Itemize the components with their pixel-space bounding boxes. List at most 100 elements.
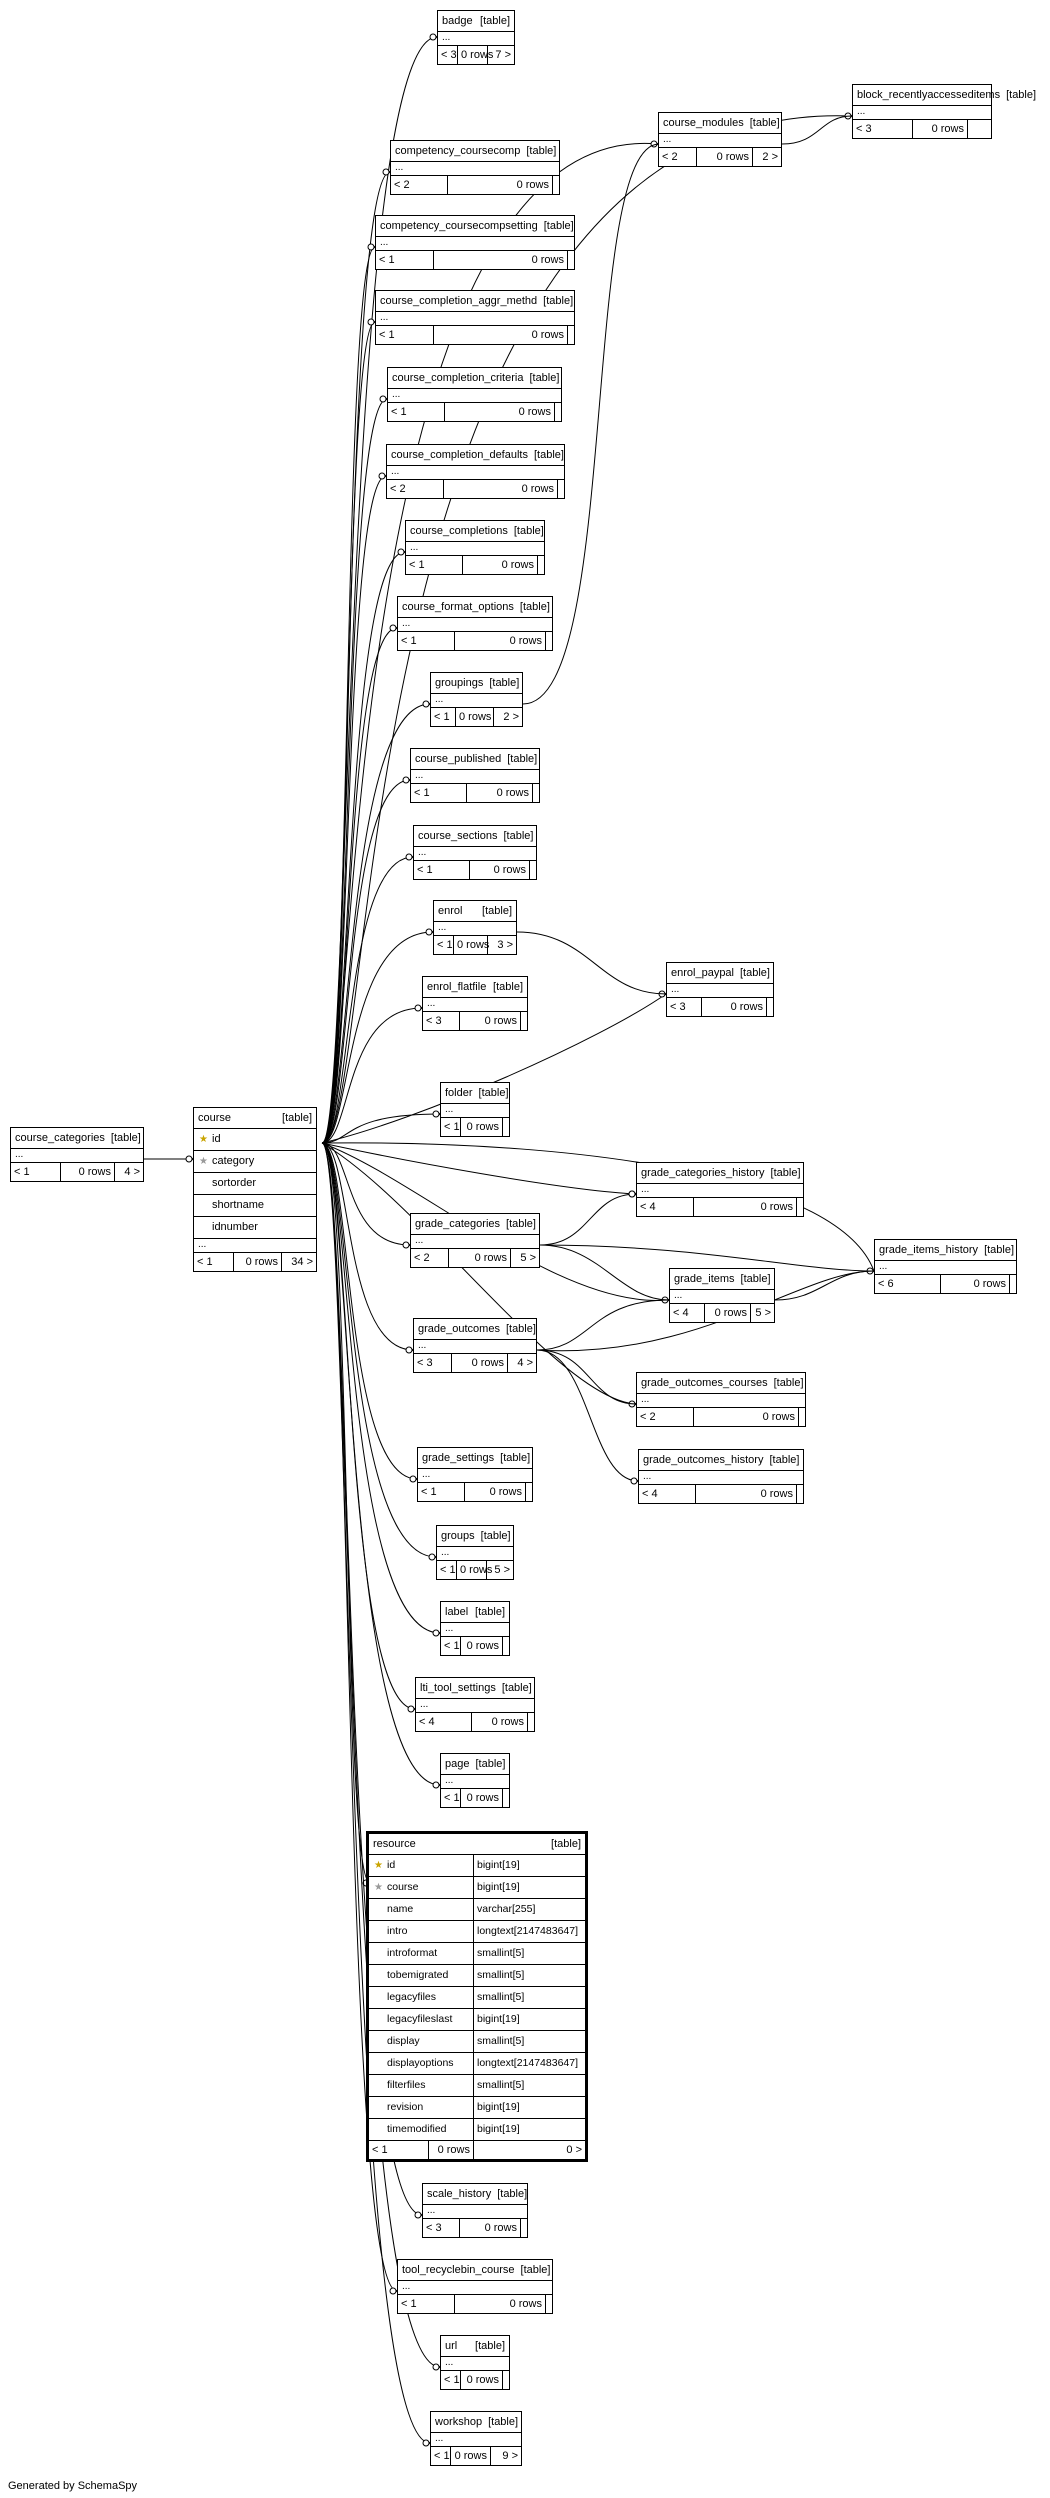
optional-marker bbox=[422, 2439, 430, 2447]
row-count: 0 rows bbox=[694, 1408, 799, 1426]
parent-count: < 2 bbox=[659, 148, 697, 166]
table-block-recentlyaccesseditems[interactable]: block_recentlyaccesseditems[table]...< 3… bbox=[852, 84, 1036, 139]
column-name: idnumber bbox=[212, 1221, 258, 1233]
parent-count: < 4 bbox=[639, 1485, 697, 1503]
column-row: ★category bbox=[194, 1151, 316, 1173]
parent-count: < 1 bbox=[411, 784, 468, 802]
table-competency-coursecompsetting[interactable]: competency_coursecompsetting[table]...< … bbox=[375, 215, 575, 270]
row-count: 0 rows bbox=[429, 2141, 474, 2159]
table-tag: [table] bbox=[519, 601, 550, 613]
parent-count: < 1 bbox=[11, 1163, 61, 1181]
table-tag: [table] bbox=[493, 981, 523, 993]
column-type: bigint[19] bbox=[477, 1881, 520, 1893]
optional-marker bbox=[409, 1475, 417, 1483]
optional-marker bbox=[389, 2287, 397, 2295]
child-count: 4 > bbox=[517, 1357, 533, 1369]
table-tag: [table] bbox=[482, 905, 512, 917]
column-name-cell: revision bbox=[369, 2097, 474, 2118]
row-count: 0 rows bbox=[444, 480, 558, 498]
table-tag: [table] bbox=[520, 2264, 551, 2276]
row-count: 0 rows bbox=[461, 1637, 503, 1655]
table-header: course_completion_defaults[table] bbox=[387, 445, 564, 466]
relationship-edge bbox=[321, 36, 438, 1144]
child-count: 0 > bbox=[566, 2144, 582, 2156]
column-type: bigint[19] bbox=[477, 1859, 520, 1871]
table-header: grade_categories[table] bbox=[411, 1214, 539, 1235]
table-header: grade_categories_history[table] bbox=[637, 1163, 803, 1184]
parent-count: < 2 bbox=[411, 1249, 449, 1267]
primary-key-icon: ★ bbox=[199, 1134, 208, 1145]
table-header: course_published[table] bbox=[411, 749, 539, 770]
table-header: course_sections[table] bbox=[414, 826, 536, 847]
parent-count: < 2 bbox=[637, 1408, 695, 1426]
row-count: 0 rows bbox=[460, 1012, 521, 1030]
table-name: enrol bbox=[438, 905, 463, 917]
column-type: longtext[2147483647] bbox=[477, 1925, 579, 1937]
relationship-edge bbox=[321, 1142, 414, 1351]
parent-count: < 1 bbox=[388, 403, 446, 421]
table-header: grade_outcomes_history[table] bbox=[639, 1450, 803, 1471]
row-count: 0 rows bbox=[457, 1561, 492, 1579]
foreign-key-icon: ★ bbox=[374, 1882, 383, 1893]
table-tag: [table] bbox=[110, 1132, 141, 1144]
parent-count: < 4 bbox=[637, 1198, 695, 1216]
optional-marker bbox=[414, 2211, 422, 2219]
table-name: course_completion_criteria bbox=[392, 372, 524, 384]
table-course[interactable]: course[table] ★id ★category sortorder sh… bbox=[193, 1107, 317, 1272]
table-header: course_completions[table] bbox=[406, 521, 544, 542]
table-name: course_sections bbox=[418, 830, 498, 842]
row-count: 0 rows bbox=[458, 46, 493, 64]
table-name: label bbox=[445, 1606, 469, 1618]
table-course-completion-aggr-methd[interactable]: course_completion_aggr_methd[table]...< … bbox=[375, 290, 575, 345]
row-count: 0 rows bbox=[461, 1789, 503, 1807]
table-header: grade_settings[table] bbox=[418, 1448, 532, 1469]
relationship-edge bbox=[321, 321, 376, 1144]
table-tag: [table] bbox=[513, 525, 544, 537]
table-more: ... bbox=[670, 1290, 774, 1304]
optional-marker bbox=[432, 1110, 440, 1118]
table-footer: < 1 0 rows 34 > bbox=[194, 1253, 316, 1271]
